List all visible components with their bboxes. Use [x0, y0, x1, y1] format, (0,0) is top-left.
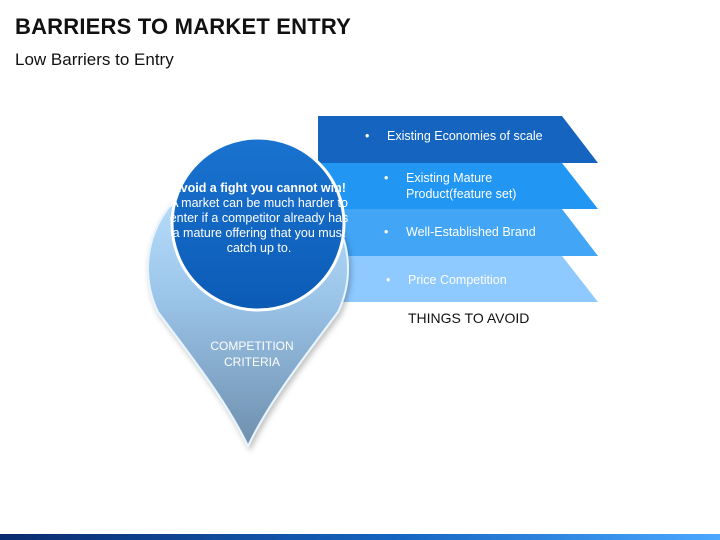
ribbon-price-competition [318, 256, 598, 302]
ribbon-item-1: • Existing Economies of scale [365, 128, 565, 144]
ribbon-stack [318, 116, 598, 302]
bullet-icon: • [384, 225, 389, 239]
things-to-avoid-label: THINGS TO AVOID [408, 310, 530, 326]
bullet-icon: • [386, 273, 391, 287]
ribbon-item-3: • Well-Established Brand [384, 224, 584, 240]
ribbon-item-label: Price Competition [408, 273, 507, 287]
center-message-bold: Avoid a fight you cannot win! [172, 181, 346, 195]
ribbon-established-brand [318, 209, 598, 256]
bottom-accent-bar [0, 534, 720, 540]
ribbon-item-label: Existing Economies of scale [387, 129, 543, 143]
inner-circle [170, 136, 346, 312]
ribbon-economies-of-scale [318, 116, 598, 163]
ribbon-item-label: Well-Established Brand [406, 225, 536, 239]
bullet-icon: • [365, 129, 370, 143]
pin-label: COMPETITION CRITERIA [210, 339, 294, 369]
ribbon-item-label: Existing Mature Product(feature set) [406, 171, 517, 201]
ribbon-mature-product [318, 163, 598, 209]
ribbon-item-4: • Price Competition [386, 272, 586, 288]
center-message: Avoid a fight you cannot win! A market c… [168, 181, 350, 256]
ribbon-item-2: • Existing Mature Product(feature set) [384, 170, 554, 202]
bullet-icon: • [384, 171, 389, 185]
page-subtitle: Low Barriers to Entry [15, 50, 174, 69]
center-message-body: A market can be much harder to enter if … [169, 196, 349, 255]
page-title: BARRIERS TO MARKET ENTRY [15, 14, 352, 39]
